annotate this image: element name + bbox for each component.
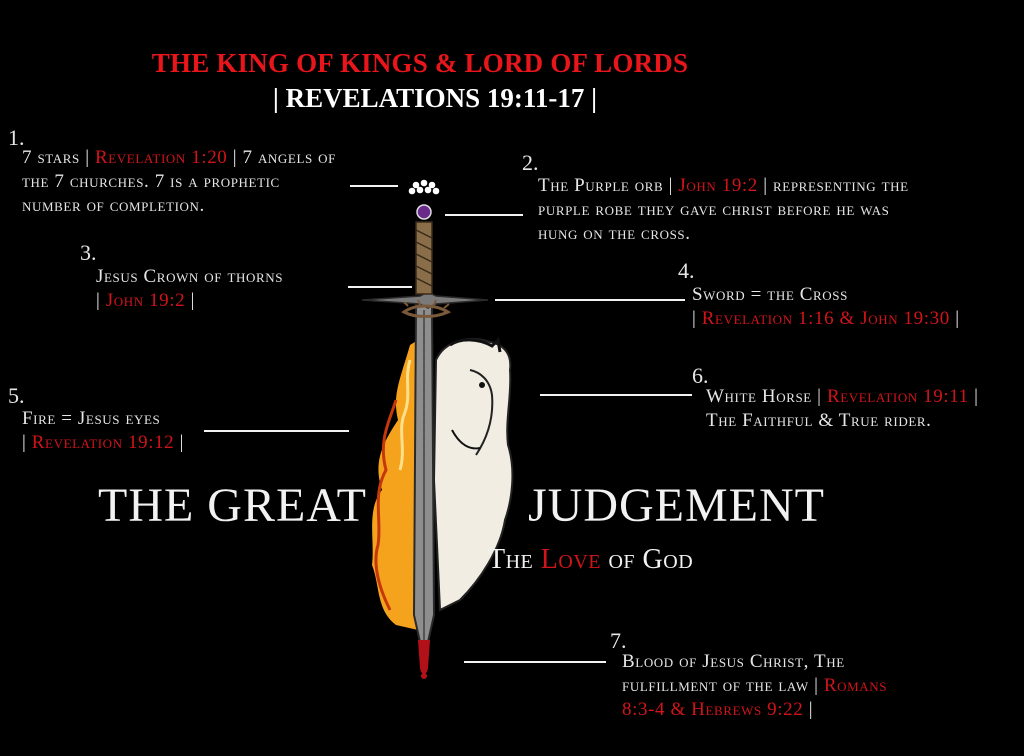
annotation-6-line	[540, 394, 692, 396]
annotation-1: 7 stars | Revelation 1:20 | 7 angels of …	[22, 147, 336, 216]
scripture-reference: Revelation 1:20	[94, 147, 228, 168]
crown-of-thorns-icon	[401, 299, 452, 318]
headline-right: JUDGEMENT	[528, 479, 825, 532]
annotation-5-line	[204, 430, 349, 432]
annotation-number-1: 1.	[8, 125, 25, 150]
scripture-reference: Revelation 19:11	[826, 386, 969, 407]
annotation-number-2: 2.	[522, 150, 539, 175]
annotation-3-line	[348, 286, 412, 288]
page-subtitle: | REVELATIONS 19:11-17 |	[272, 83, 598, 113]
annotation-7: Blood of Jesus Christ, The fulfillment o…	[622, 651, 888, 720]
annotation-7-line	[464, 661, 606, 663]
annotation-1-line	[350, 185, 398, 187]
annotation-4: Sword = the Cross | Revelation 1:16 & Jo…	[692, 284, 960, 329]
scripture-reference: John 19:2	[105, 290, 186, 311]
scripture-reference: 8:3-4 & Hebrews 9:22	[622, 699, 804, 720]
annotation-number-3: 3.	[80, 240, 97, 265]
annotation-2: The Purple orb | John 19:2 | representin…	[538, 175, 909, 244]
scripture-reference: Revelation 1:16 & John 19:30	[701, 308, 950, 329]
annotation-number-5: 5.	[8, 383, 25, 408]
purple-orb-icon	[416, 204, 432, 220]
scripture-reference: Romans	[823, 675, 888, 696]
scripture-reference: John 19:2	[678, 175, 758, 196]
page-title: THE KING OF KINGS & LORD OF LORDS	[151, 48, 689, 78]
annotation-4-line	[495, 299, 685, 301]
scripture-reference: Revelation 19:12	[31, 432, 175, 453]
annotation-6: White Horse | Revelation 19:11 | The Fai…	[706, 386, 979, 431]
white-horse-icon	[432, 336, 514, 612]
annotation-5: Fire = Jesus eyes | Revelation 19:12 |	[22, 408, 185, 453]
seven-stars-icon	[408, 179, 440, 195]
annotation-2-line	[445, 214, 523, 216]
tagline: The Love of God	[488, 544, 694, 575]
fire-flames-icon	[372, 340, 418, 630]
annotation-number-4: 4.	[678, 258, 695, 283]
blood-drops-icon	[418, 640, 430, 679]
annotation-number-7: 7.	[610, 628, 627, 653]
annotation-number-6: 6.	[692, 363, 709, 388]
headline-left: THE GREAT	[98, 479, 367, 532]
annotation-3: Jesus Crown of thorns | John 19:2 |	[96, 266, 284, 311]
